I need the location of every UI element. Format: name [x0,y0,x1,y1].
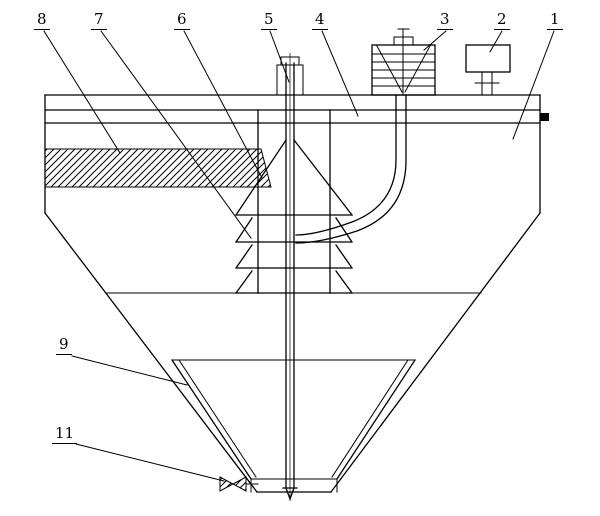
callout-1: 1 [547,12,563,30]
leader-lines [43,30,555,482]
callout-4: 4 [312,12,328,30]
feed-box [371,28,436,96]
leader-line-6 [183,30,263,179]
callout-11: 11 [52,426,78,444]
callout-8: 8 [34,12,50,30]
inner-cone [171,359,416,493]
leader-line-8 [43,30,121,154]
control-box [465,44,511,96]
inclined-plate-pack [44,148,272,188]
tank-outline [44,94,541,493]
callout-7: 7 [91,12,107,30]
callout-9: 9 [56,337,72,355]
callout-6: 6 [174,12,190,30]
overflow-nozzle [540,113,549,121]
shaft-gland [276,64,304,96]
leader-line-9 [71,355,188,386]
leader-line-11 [75,443,225,482]
leader-line-2 [489,30,503,53]
callout-5: 5 [261,12,277,30]
feed-pipe [295,94,407,244]
callout-2: 2 [494,12,510,30]
leader-line-1 [512,30,555,140]
leader-line-3 [423,30,447,51]
agitator-shaft [276,53,304,501]
shaft-bottom-tip [282,487,298,501]
leader-line-4 [321,30,359,117]
leader-line-7 [100,30,252,239]
callout-3: 3 [437,12,453,30]
leader-line-5 [269,30,290,83]
